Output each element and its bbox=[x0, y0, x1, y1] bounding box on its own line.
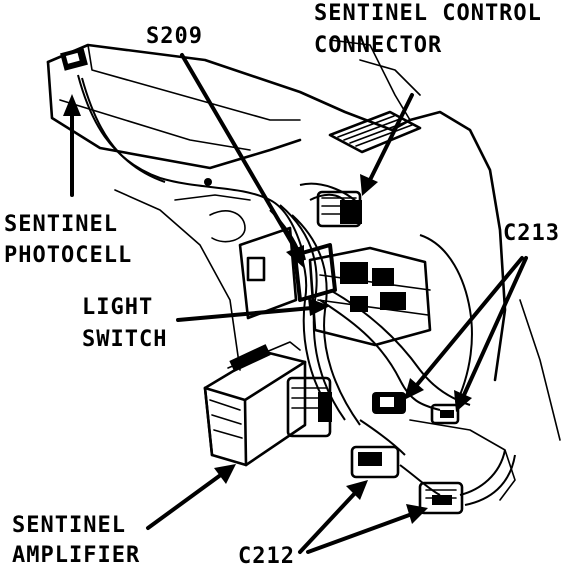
sentinel-amplifier bbox=[203, 341, 307, 467]
light-switch-assembly bbox=[238, 226, 432, 347]
light-switch-label-line2: SWITCH bbox=[82, 327, 167, 352]
light-switch-label-line1: LIGHT bbox=[82, 295, 153, 320]
s209-label: S209 bbox=[146, 24, 203, 49]
sentinel-control-connector-label-line1: SENTINEL CONTROL bbox=[314, 1, 542, 26]
photocell-icon bbox=[60, 47, 88, 71]
defroster-grille bbox=[328, 110, 422, 154]
c212-label: C212 bbox=[238, 544, 295, 569]
sentinel-photocell-label-line2: PHOTOCELL bbox=[4, 243, 132, 268]
c213-label: C213 bbox=[503, 221, 560, 246]
sentinel-amplifier-label-line2: AMPLIFIER bbox=[12, 543, 140, 568]
sentinel-photocell-label-line1: SENTINEL bbox=[4, 212, 118, 237]
wiring-harness bbox=[269, 182, 516, 506]
c213-connectors bbox=[372, 392, 460, 425]
sentinel-amplifier-label-line1: SENTINEL bbox=[12, 513, 126, 538]
center-module bbox=[286, 376, 332, 438]
c212-connectors bbox=[350, 445, 464, 515]
leader-arrows bbox=[63, 53, 528, 554]
dashboard-outline bbox=[46, 39, 561, 501]
sentinel-control-connector-label-line2: CONNECTOR bbox=[314, 33, 442, 58]
sentinel-control-connector bbox=[316, 190, 362, 228]
photocell-wire bbox=[77, 74, 306, 261]
